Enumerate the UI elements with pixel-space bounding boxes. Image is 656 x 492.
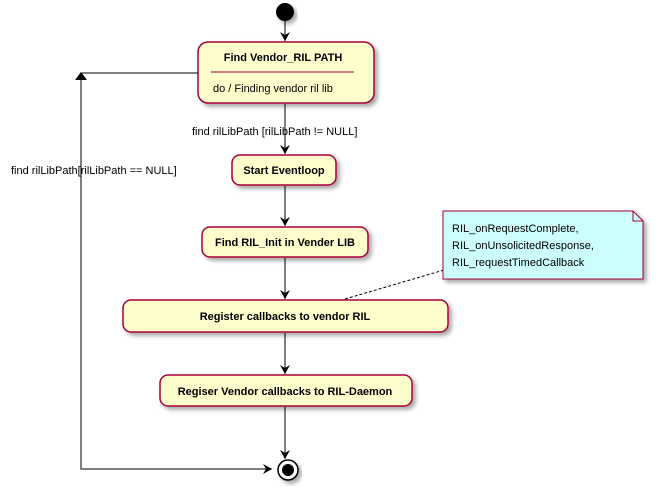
state-register-callbacks: Register callbacks to vendor RIL <box>122 299 449 333</box>
state-register-daemon-title: Regiser Vendor callbacks to RIL-Daemon <box>178 386 393 398</box>
note-line-2: RIL_onUnsolicitedResponse, <box>452 240 594 252</box>
transition-not-found-arrow <box>75 72 87 80</box>
state-register-callbacks-title: Register callbacks to vendor RIL <box>200 311 371 323</box>
state-start-eventloop-title: Start Eventloop <box>243 165 325 177</box>
state-find-vendor-activity: do / Finding vendor ril lib <box>213 83 333 95</box>
end-node <box>277 459 299 481</box>
note-callbacks: RIL_onRequestComplete, RIL_onUnsolicited… <box>442 210 644 280</box>
note-connector <box>344 269 445 300</box>
state-find-vendor-title: Find Vendor_RIL PATH <box>224 52 343 64</box>
note-line-3: RIL_requestTimedCallback <box>452 257 585 269</box>
state-find-ril-init: Find RIL_Init in Vender LIB <box>201 226 369 258</box>
note-line-1: RIL_onRequestComplete, <box>452 223 579 235</box>
state-register-daemon: Regiser Vendor callbacks to RIL-Daemon <box>159 374 413 407</box>
state-find-vendor: Find Vendor_RIL PATH do / Finding vendor… <box>197 41 375 104</box>
transition-found-label: find rilLibPath [rilLibPath != NULL] <box>192 126 357 138</box>
start-node <box>276 3 294 21</box>
transition-not-found-path <box>80 72 272 474</box>
state-find-ril-init-title: Find RIL_Init in Vender LIB <box>215 237 355 249</box>
transition-not-found-label: find rilLibPath[rilLibPath == NULL] <box>11 165 177 177</box>
state-start-eventloop: Start Eventloop <box>231 154 337 186</box>
